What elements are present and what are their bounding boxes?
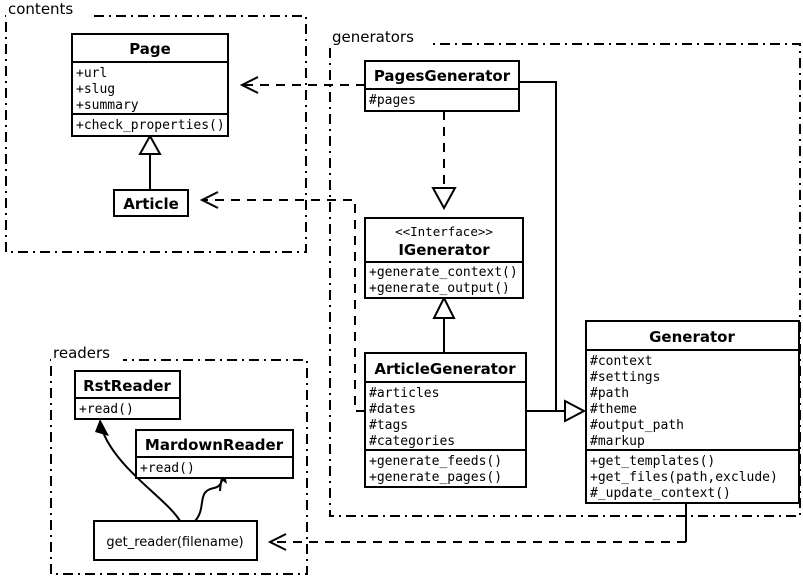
class-article-generator-method: +generate_pages() (369, 470, 502, 485)
class-generator-attribute: #settings (590, 370, 660, 385)
edge-generator-depends-get-reader (267, 503, 687, 551)
package-contents: contents (5, 0, 307, 253)
class-page-attribute: +url (76, 66, 107, 81)
class-article-box[interactable] (113, 189, 189, 217)
class-igenerator[interactable]: <<Interface>> IGenerator +generate_conte… (364, 217, 524, 299)
edge-pagesgenerator-realizes-igenerator (431, 111, 457, 211)
class-generator-name: Generator (649, 328, 735, 346)
class-page[interactable]: Page +url +slug +summary +check_properti… (71, 33, 229, 137)
class-page-method: +check_properties() (76, 118, 225, 133)
class-rst-reader-method: +read() (79, 402, 134, 417)
package-contents-label: contents (8, 0, 73, 18)
class-igenerator-stereotype: <<Interface>> (395, 224, 493, 239)
class-generator-attribute: #context (590, 354, 653, 369)
class-page-attribute: +slug (76, 82, 115, 97)
class-generator-method: +get_files(path,exclude) (590, 470, 778, 485)
class-pages-generator-attribute: #pages (369, 93, 416, 108)
class-rst-reader-box[interactable] (74, 370, 181, 420)
class-generator-method: +get_templates() (590, 454, 715, 469)
arrow-hollow-triangle-igenerator-bottom (432, 295, 456, 319)
class-generator-attribute: #theme (590, 402, 637, 417)
arrow-hollow-triangle-generator (564, 399, 587, 423)
class-generator-attribute: #output_path (590, 418, 684, 433)
arrow-hollow-triangle-igenerator-top (431, 187, 457, 211)
class-pages-generator-box[interactable] (364, 60, 520, 112)
package-readers-label-bg (51, 345, 123, 361)
class-igenerator-method: +generate_context() (369, 265, 518, 280)
class-article-generator-method: +generate_feeds() (369, 454, 502, 469)
class-igenerator-name: IGenerator (398, 241, 490, 259)
class-igenerator-method: +generate_output() (369, 281, 510, 296)
package-generators-label: generators (332, 28, 414, 46)
edge-get-reader-returns-rstreader (95, 419, 181, 522)
edge-article-inherits-page (138, 133, 162, 190)
arrow-filled-rstreader (95, 419, 109, 436)
package-readers: readers (50, 344, 308, 575)
class-mardown-reader-box[interactable] (135, 429, 294, 479)
class-mardown-reader[interactable]: MardownReader +read() (135, 429, 294, 479)
edge-generators-aggregate-generator (519, 81, 587, 423)
function-get-reader[interactable]: get_reader(filename) (93, 520, 258, 561)
package-generators-label-bg (330, 29, 430, 45)
edge-pagesgenerator-depends-page (239, 76, 365, 94)
package-generators-border (329, 43, 801, 517)
edge-get-reader-to-rstreader-curve (102, 431, 181, 522)
edge-articlegenerator-realizes-igenerator (432, 295, 456, 353)
class-article-generator-attribute: #dates (369, 402, 416, 417)
class-article-generator-attribute: #tags (369, 418, 408, 433)
class-pages-generator[interactable]: PagesGenerator #pages (364, 60, 520, 112)
class-article-generator[interactable]: ArticleGenerator #articles #dates #tags … (364, 352, 527, 488)
class-page-name: Page (129, 40, 171, 58)
class-article-generator-attribute: #categories (369, 434, 455, 449)
arrow-hollow-triangle-page (138, 133, 162, 155)
class-article-generator-attribute: #articles (369, 386, 439, 401)
package-readers-border (50, 359, 308, 575)
class-page-box[interactable] (71, 33, 229, 137)
class-generator-method: #_update_context() (590, 486, 731, 501)
class-rst-reader-name: RstReader (83, 377, 171, 395)
class-generator-attribute: #path (590, 386, 629, 401)
package-contents-label-bg (6, 1, 94, 17)
class-page-attribute: +summary (76, 98, 139, 113)
arrow-open-page (239, 76, 259, 94)
package-readers-label: readers (53, 344, 110, 362)
function-get-reader-label: get_reader(filename) (106, 535, 243, 550)
class-article-generator-box[interactable] (364, 352, 527, 488)
class-mardown-reader-name: MardownReader (145, 436, 284, 454)
class-generator-box[interactable] (585, 320, 800, 504)
class-mardown-reader-method: +read() (140, 461, 195, 476)
package-contents-border (5, 15, 307, 253)
class-igenerator-box[interactable] (364, 217, 524, 299)
class-generator-attribute: #markup (590, 434, 645, 449)
edge-articlegenerator-depends-article (199, 191, 365, 412)
class-article-generator-name: ArticleGenerator (374, 360, 516, 378)
class-pages-generator-name: PagesGenerator (374, 67, 511, 85)
class-article[interactable]: Article (113, 189, 189, 217)
class-rst-reader[interactable]: RstReader +read() (74, 370, 181, 420)
class-article-name: Article (123, 195, 179, 213)
class-generator[interactable]: Generator #context #settings #path #them… (585, 320, 800, 504)
arrow-open-get-reader (267, 533, 287, 551)
package-generators: generators (329, 28, 801, 517)
function-get-reader-box[interactable] (93, 520, 258, 561)
edge-articlegenerator-to-article-line (204, 199, 365, 412)
arrow-open-article (199, 191, 219, 209)
